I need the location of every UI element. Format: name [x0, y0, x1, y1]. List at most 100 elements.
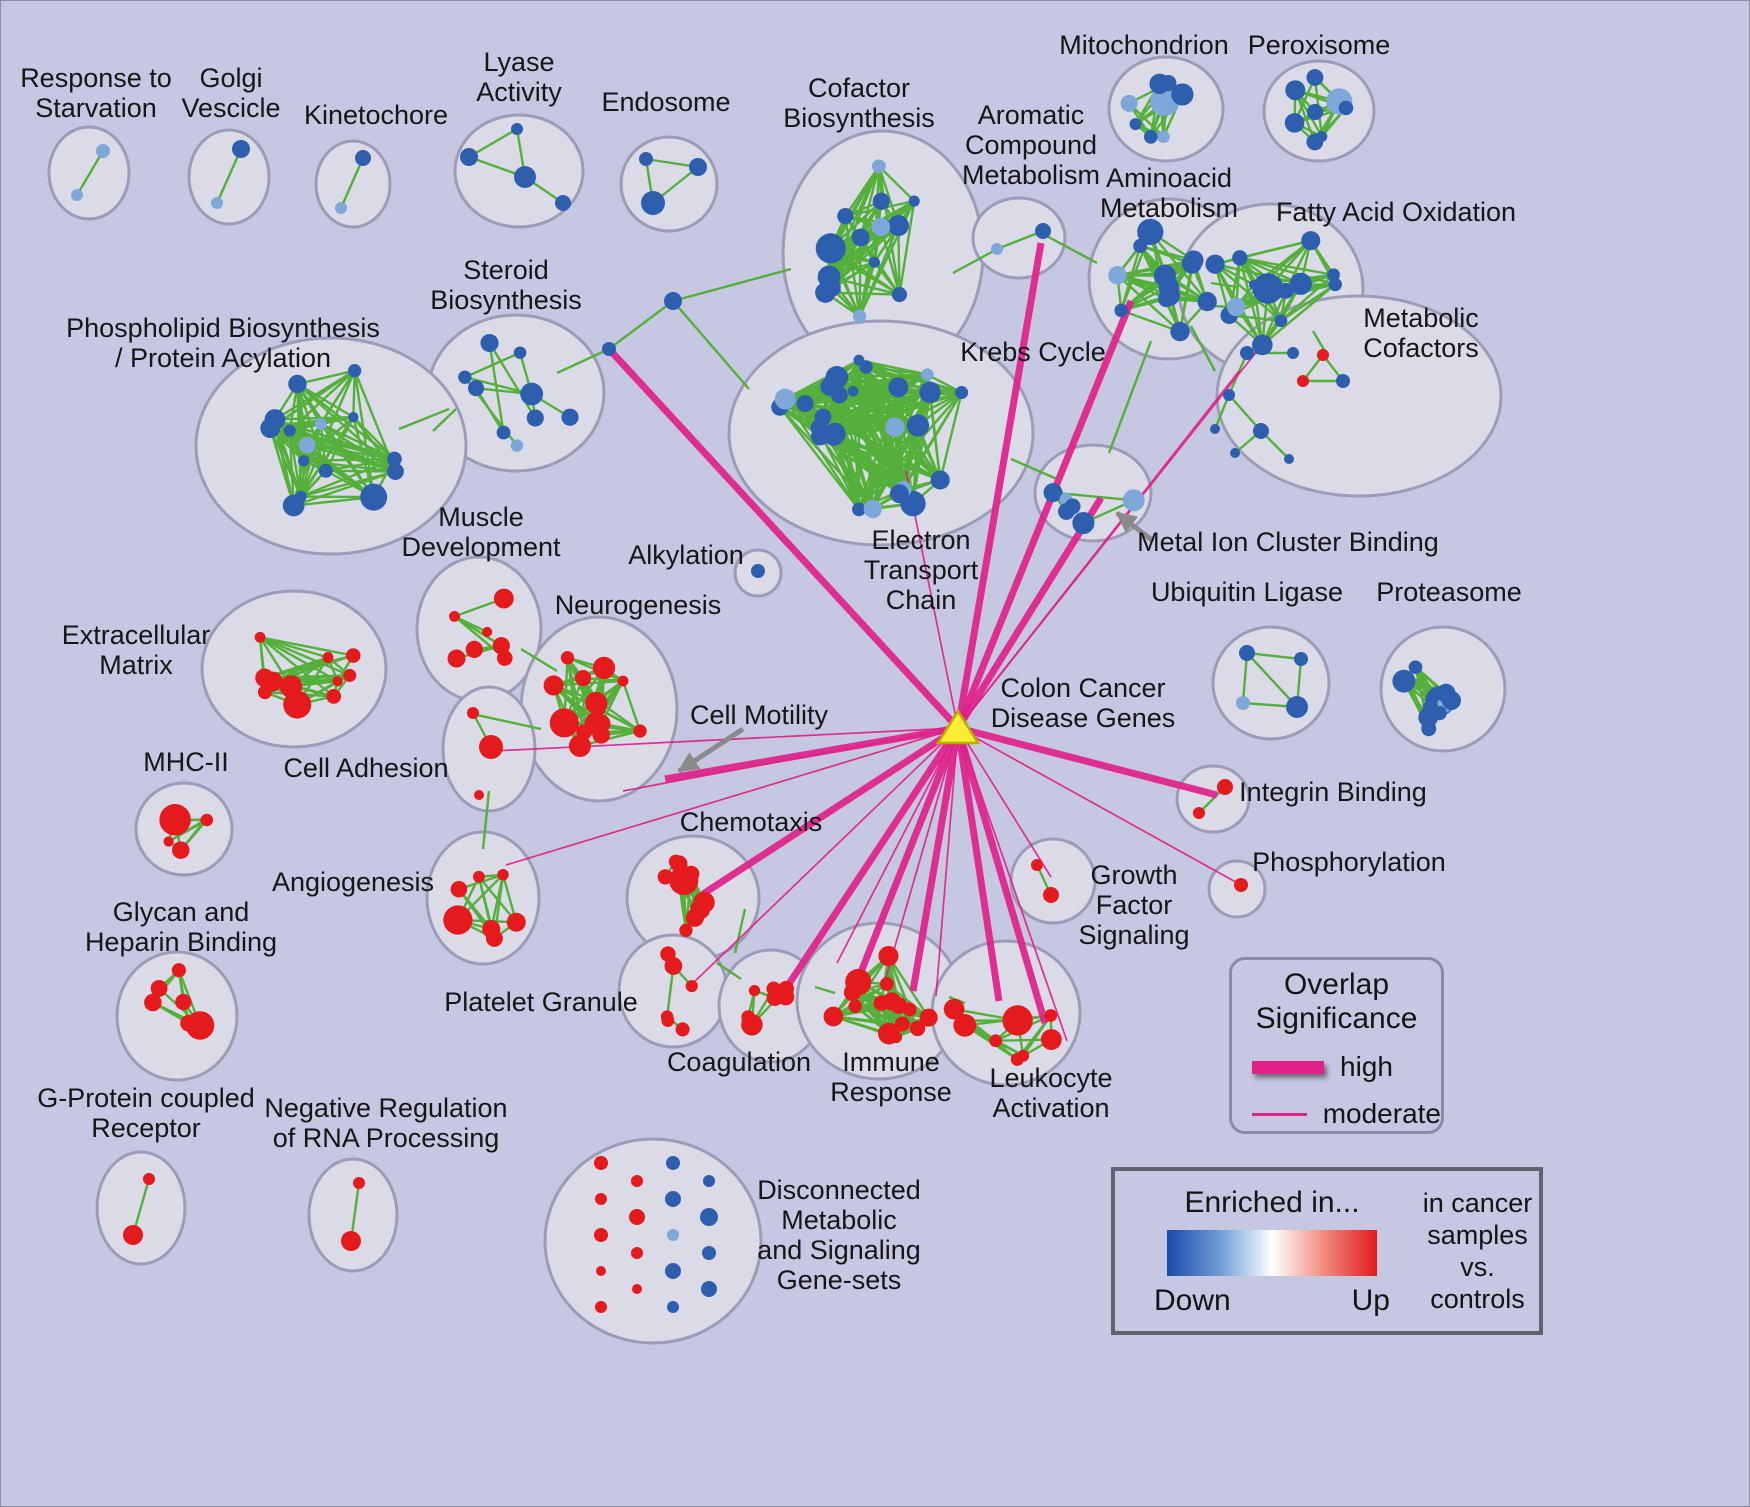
- gene-set-node[interactable]: [888, 377, 909, 398]
- gene-set-node[interactable]: [689, 158, 707, 176]
- gene-set-node[interactable]: [180, 1014, 197, 1032]
- gene-set-node[interactable]: [497, 868, 509, 881]
- gene-set-node[interactable]: [341, 1231, 361, 1251]
- gene-set-node[interactable]: [1287, 347, 1299, 359]
- gene-set-node[interactable]: [200, 814, 211, 825]
- gene-set-node[interactable]: [1170, 321, 1190, 342]
- gene-set-node[interactable]: [823, 1006, 844, 1027]
- gene-set-node[interactable]: [1230, 448, 1240, 458]
- gene-set-node[interactable]: [283, 690, 312, 719]
- gene-set-node[interactable]: [1234, 878, 1248, 892]
- gene-set-node[interactable]: [322, 652, 334, 663]
- gene-set-node[interactable]: [825, 365, 849, 389]
- gene-set-node[interactable]: [700, 1208, 718, 1226]
- gene-set-node[interactable]: [871, 217, 891, 237]
- gene-set-node[interactable]: [1441, 690, 1461, 711]
- gene-set-node[interactable]: [633, 724, 647, 738]
- gene-set-node[interactable]: [1306, 103, 1324, 121]
- gene-set-node[interactable]: [482, 920, 501, 939]
- gene-set-node[interactable]: [1137, 218, 1164, 246]
- gene-set-node[interactable]: [685, 908, 704, 927]
- gene-set-node[interactable]: [1057, 503, 1075, 520]
- gene-set-node[interactable]: [847, 385, 859, 397]
- gene-set-node[interactable]: [297, 455, 310, 467]
- gene-set-node[interactable]: [872, 159, 886, 174]
- gene-set-node[interactable]: [355, 150, 371, 166]
- gene-set-node[interactable]: [171, 841, 190, 859]
- gene-set-node[interactable]: [353, 1177, 365, 1189]
- gene-set-node[interactable]: [863, 499, 882, 519]
- gene-set-node[interactable]: [1252, 334, 1273, 356]
- gene-set-node[interactable]: [561, 408, 579, 426]
- gene-set-node[interactable]: [1205, 254, 1225, 274]
- gene-set-node[interactable]: [318, 463, 333, 478]
- gene-set-node[interactable]: [269, 420, 281, 431]
- gene-set-node[interactable]: [661, 1014, 675, 1028]
- gene-set-node[interactable]: [511, 123, 523, 135]
- gene-set-node[interactable]: [629, 1209, 645, 1225]
- gene-set-node[interactable]: [482, 626, 493, 638]
- gene-set-node[interactable]: [1253, 423, 1269, 439]
- gene-set-node[interactable]: [1236, 696, 1250, 710]
- gene-set-node[interactable]: [510, 439, 524, 452]
- gene-set-node[interactable]: [617, 675, 629, 687]
- gene-set-node[interactable]: [1044, 1009, 1058, 1022]
- gene-set-node[interactable]: [851, 228, 870, 247]
- gene-set-node[interactable]: [702, 1246, 716, 1260]
- gene-set-node[interactable]: [1108, 266, 1127, 285]
- gene-set-node[interactable]: [665, 1263, 681, 1279]
- gene-set-node[interactable]: [1239, 645, 1255, 661]
- gene-set-node[interactable]: [596, 1266, 606, 1276]
- gene-set-node[interactable]: [387, 451, 402, 467]
- gene-set-node[interactable]: [909, 1020, 926, 1037]
- gene-set-node[interactable]: [443, 905, 473, 935]
- gene-set-node[interactable]: [843, 983, 862, 1002]
- gene-set-node[interactable]: [824, 247, 838, 261]
- disease-genes-hub[interactable]: [935, 708, 981, 745]
- gene-set-node[interactable]: [943, 998, 965, 1020]
- gene-set-node[interactable]: [254, 631, 266, 643]
- gene-set-node[interactable]: [796, 395, 814, 413]
- gene-set-node[interactable]: [1284, 113, 1305, 133]
- gene-set-node[interactable]: [568, 734, 592, 757]
- gene-set-node[interactable]: [171, 963, 186, 978]
- gene-set-node[interactable]: [823, 425, 845, 446]
- gene-set-node[interactable]: [360, 483, 388, 511]
- gene-set-node[interactable]: [594, 1228, 608, 1242]
- gene-set-node[interactable]: [474, 790, 484, 800]
- gene-set-node[interactable]: [262, 671, 283, 692]
- gene-set-node[interactable]: [1286, 696, 1308, 718]
- gene-set-node[interactable]: [1171, 83, 1194, 106]
- gene-set-node[interactable]: [766, 989, 783, 1006]
- gene-set-node[interactable]: [1223, 389, 1235, 401]
- gene-set-node[interactable]: [574, 669, 592, 687]
- gene-set-node[interactable]: [602, 342, 616, 356]
- gene-set-node[interactable]: [852, 502, 866, 517]
- gene-set-node[interactable]: [496, 650, 513, 666]
- gene-set-node[interactable]: [1129, 118, 1142, 131]
- gene-set-node[interactable]: [703, 1175, 715, 1187]
- gene-set-node[interactable]: [890, 1031, 903, 1044]
- gene-set-node[interactable]: [594, 1156, 608, 1170]
- gene-set-node[interactable]: [1294, 652, 1308, 666]
- gene-set-node[interactable]: [1338, 100, 1354, 116]
- gene-set-node[interactable]: [748, 985, 761, 997]
- gene-set-node[interactable]: [1306, 69, 1324, 86]
- gene-set-node[interactable]: [1017, 1049, 1030, 1062]
- gene-set-node[interactable]: [1226, 297, 1246, 317]
- gene-set-node[interactable]: [679, 923, 693, 937]
- cluster-disconnected-gene-sets[interactable]: [543, 1137, 763, 1345]
- gene-set-node[interactable]: [467, 380, 485, 397]
- cluster-endosome[interactable]: [619, 135, 719, 233]
- gene-set-node[interactable]: [549, 708, 579, 738]
- gene-set-node[interactable]: [465, 640, 483, 659]
- gene-set-node[interactable]: [1248, 279, 1260, 290]
- gene-set-node[interactable]: [555, 195, 571, 211]
- gene-set-node[interactable]: [639, 152, 653, 166]
- gene-set-node[interactable]: [447, 649, 466, 668]
- gene-set-node[interactable]: [492, 637, 510, 655]
- gene-set-node[interactable]: [584, 712, 607, 735]
- gene-set-node[interactable]: [953, 1013, 977, 1037]
- gene-set-node[interactable]: [872, 192, 890, 210]
- gene-set-node[interactable]: [906, 414, 930, 437]
